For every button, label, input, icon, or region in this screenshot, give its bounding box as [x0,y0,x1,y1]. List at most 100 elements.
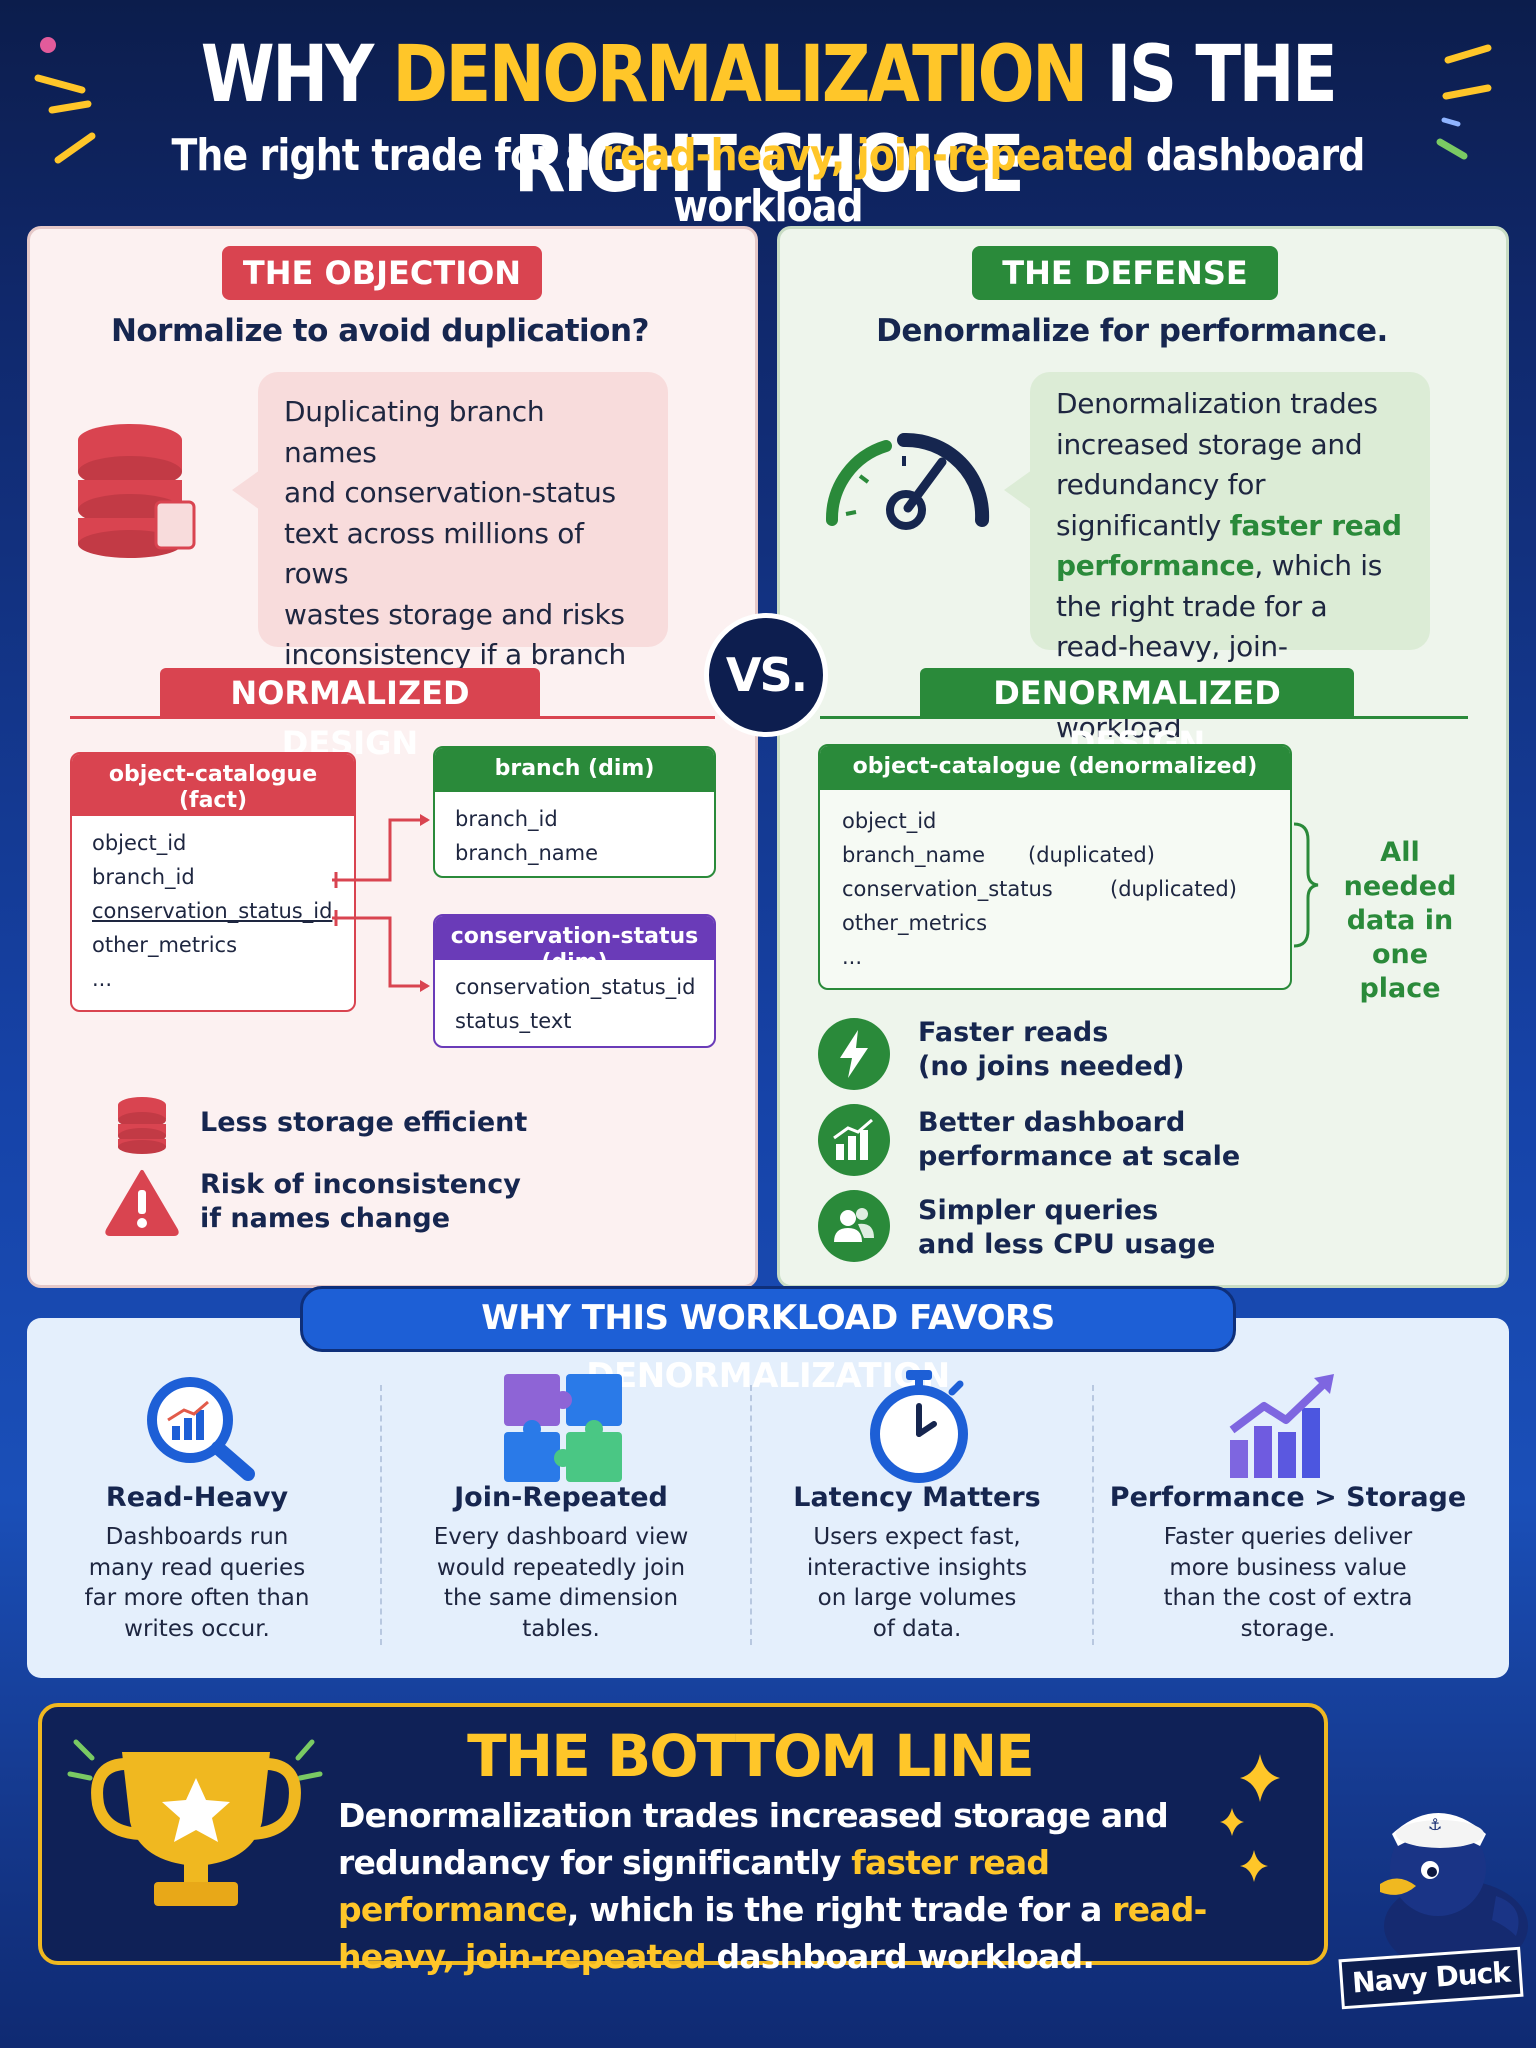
field-name: conservation_status [842,877,1053,901]
desc-line: tables. [522,1615,600,1642]
table-row: branch_name [455,841,599,865]
denormalized-table-header: object-catalogue (denormalized) [820,746,1290,790]
pro-text: performance at scale [918,1141,1241,1172]
table-row: object_id [92,831,187,855]
workload-title: Read-Heavy [105,1482,289,1513]
desc-line: on large volumes [817,1585,1017,1611]
table-row: ... [92,967,113,991]
workload-divider [1092,1385,1094,1645]
bl-text-part: dashboard workload. [705,1937,1095,1976]
brace-note-line: All needed [1343,837,1457,902]
fact-table-header: object-catalogue (fact) [72,754,354,816]
branch-dim-table: branch (dim) branch_id branch_name [433,746,716,878]
bubble-line: inconsistency if a branch [284,638,626,671]
con-text: Less storage efficient [200,1107,528,1138]
status-dim-table: conservation-status (dim) conservation_s… [433,914,716,1048]
sparkle-icon [1220,1754,1280,1882]
speedometer-icon [816,410,996,550]
subtitle-prefix: The right trade for a [171,130,603,181]
denormalized-table-rows: object_id branch_name (duplicated) conser… [820,790,1290,974]
field-name: other_metrics [842,911,988,935]
brace-note: All needed data in one place [1320,836,1480,1006]
status-dim-header: conservation-status (dim) [435,916,714,975]
table-row: conservation_status_id [92,899,333,923]
workload-panel [27,1318,1509,1678]
denormalized-design-heading: DENORMALIZED DESIGN [920,668,1354,762]
workload-divider [380,1385,382,1645]
table-row: other_metrics [92,933,238,957]
workload-banner: WHY THIS WORKLOAD FAVORS DENORMALIZATION [300,1286,1236,1396]
desc-line: storage. [1240,1615,1336,1642]
workload-title: Performance > Storage [1109,1482,1467,1513]
con-inconsistency: Risk of inconsistency if names change [200,1168,600,1236]
con-storage: Less storage efficient [200,1106,580,1140]
defense-question: Denormalize for performance. [876,313,1388,349]
navy-duck-mascot: ⚓ [1346,1786,1536,1972]
subtitle-suffix: dashboard workload [673,130,1365,232]
pro-faster-reads: Faster reads (no joins needed) [918,1016,1378,1084]
bubble-line: Duplicating branch names [284,395,545,469]
bl-highlight: read-heavy, join-repeated [338,1890,1207,1976]
bubble-line: text across millions of rows [284,516,584,591]
page-title: WHY DENORMALIZATION IS THE RIGHT CHOICE [108,30,1429,210]
fact-table-subtitle: (fact) [178,788,248,813]
fact-table-title: object-catalogue [108,762,318,787]
stopwatch-icon [864,1368,974,1486]
desc-line: interactive insights [806,1554,1028,1581]
duplicated-note: (duplicated) [1028,843,1155,867]
desc-line: Dashboards run [105,1524,289,1550]
objection-pill: THE OBJECTION [222,246,542,300]
desc-line: would repeatedly join [436,1554,686,1581]
workload-divider [750,1385,752,1645]
table-row: branch_id [92,865,195,889]
magnifier-chart-icon [138,1370,258,1482]
bubble-line: and conservation-status [284,476,616,509]
defense-bubble: Denormalization trades increased storage… [1030,372,1430,744]
database-icon [114,1096,170,1154]
bl-text-part: Denormalization trades increased storage… [338,1796,1169,1882]
pro-text: Simpler queries [918,1195,1159,1226]
table-row: branch_name (duplicated) [842,838,1290,872]
fact-table-rows: object_id branch_id conservation_status_… [72,816,354,996]
desc-line: Faster queries deliver [1163,1524,1413,1550]
trophy-icon [62,1722,332,1922]
branch-dim-header: branch (dim) [435,748,714,792]
table-row: other_metrics [842,906,1290,940]
bubble-text: Denormalization trades increased storage… [1056,387,1378,542]
growth-chart-icon [1224,1370,1344,1482]
table-row: status_text [455,1009,572,1033]
puzzle-icon [500,1370,630,1486]
desc-line: many read queries [88,1554,306,1581]
workload-performance-storage: Performance > Storage Faster queries del… [1108,1480,1468,1644]
denormalized-table: object-catalogue (denormalized) object_i… [818,744,1292,990]
workload-desc: Dashboards run many read queries far mor… [32,1522,362,1644]
bottom-line-text: Denormalization trades increased storage… [338,1792,1258,1980]
table-row: conservation_status_id [455,975,696,999]
workload-title: Join-Repeated [454,1482,668,1513]
workload-join-repeated: Join-Repeated Every dashboard view would… [396,1480,726,1644]
database-icon [70,418,200,558]
speech-bubble-tail [232,470,260,510]
title-suffix: IS THE RIGHT CHOICE [513,30,1338,210]
bubble-line: wastes storage and risks [284,597,625,631]
workload-latency: Latency Matters Users expect fast, inter… [752,1480,1082,1644]
workload-desc: Faster queries deliver more business val… [1108,1522,1468,1644]
defense-pill: THE DEFENSE [972,246,1278,300]
workload-desc: Users expect fast, interactive insights … [752,1522,1082,1644]
fact-table: object-catalogue (fact) object_id branch… [70,752,356,1012]
brace-note-line: place [1359,973,1441,1004]
bl-highlight: faster read performance [338,1843,1050,1929]
brace-note-line: data in one [1346,905,1454,970]
vs-badge: VS. [704,613,828,737]
workload-desc: Every dashboard view would repeatedly jo… [396,1522,726,1644]
subtitle-highlight: read-heavy, join-repeated [602,130,1134,181]
desc-line: the same dimension [443,1585,679,1611]
workload-read-heavy: Read-Heavy Dashboards run many read quer… [32,1480,362,1644]
field-name: branch_name [842,843,986,867]
pro-text: and less CPU usage [918,1229,1216,1260]
table-row: branch_id [455,807,558,831]
con-text: Risk of inconsistency [200,1169,521,1200]
desc-line: than the cost of extra [1163,1585,1413,1611]
field-name: object_id [842,809,937,833]
relationship-arrows [332,814,430,992]
